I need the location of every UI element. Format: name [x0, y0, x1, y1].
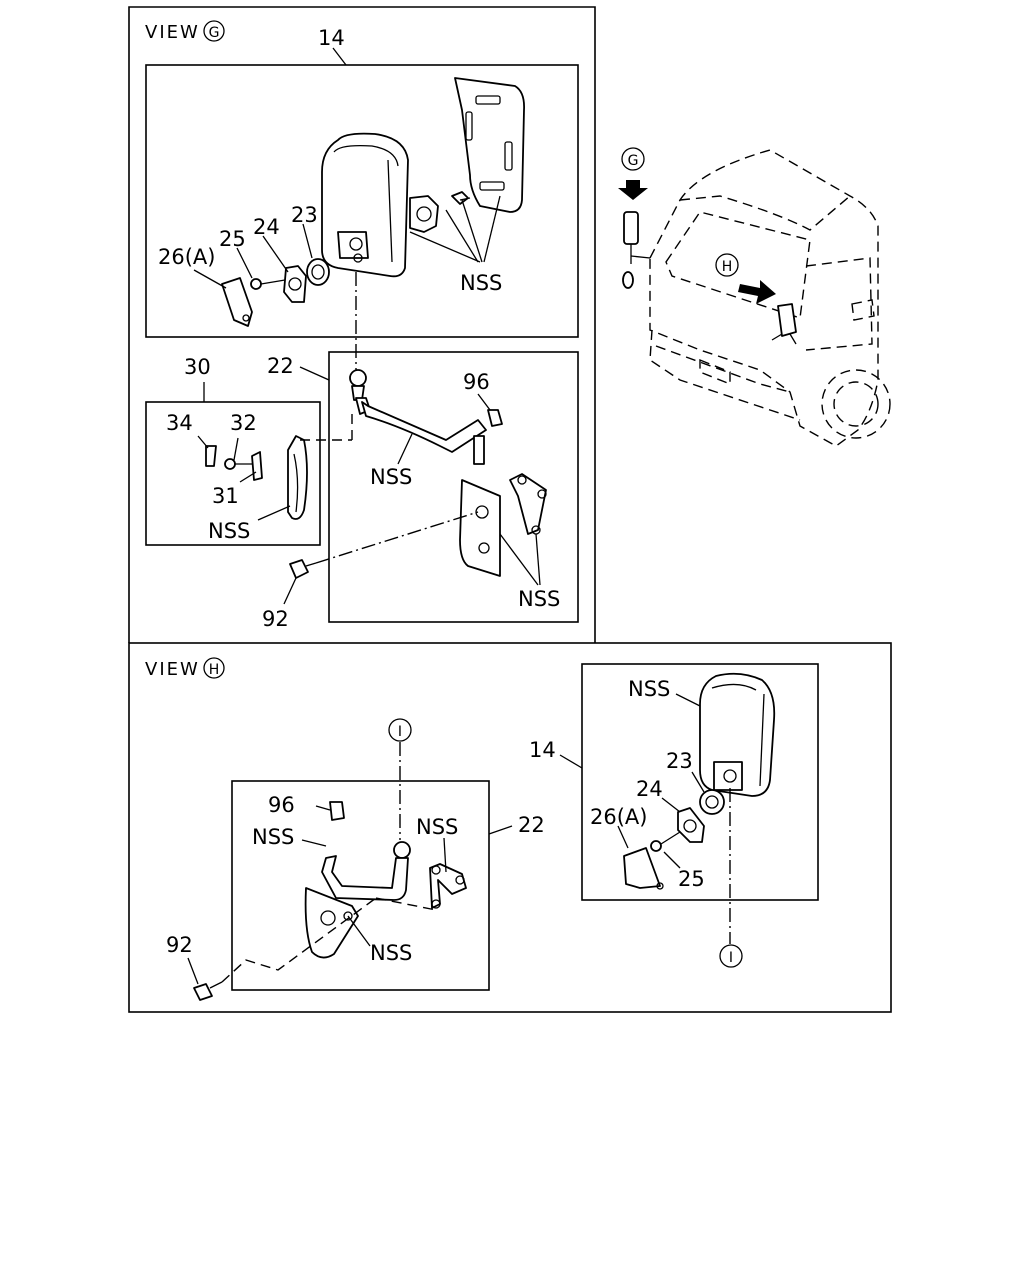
marker-g [621, 147, 645, 171]
mirror-head [321, 132, 409, 278]
label-14: 14 [318, 26, 345, 50]
bolt-92 [289, 559, 317, 579]
view-h-title: VIEW [145, 659, 200, 680]
mirror-back-plate [454, 77, 525, 213]
mirror-small-parts-h [623, 789, 725, 890]
svg-text:I: I [398, 724, 402, 740]
mirror-arm [349, 369, 503, 465]
clamp-box [145, 401, 321, 546]
label-nss-mirror-h: NSS [628, 677, 670, 701]
label-nss-bracket-h: NSS [370, 941, 412, 965]
svg-text:G: G [628, 153, 639, 169]
label-nss-bracket: NSS [518, 587, 560, 611]
svg-text:I: I [729, 950, 733, 966]
mirror-assembly-box [145, 64, 579, 338]
view-g-arrow-icon [618, 180, 648, 200]
view-h-title-marker [203, 657, 225, 679]
mirror-arm-h [321, 801, 467, 909]
windshield-outline [665, 211, 811, 319]
label-96-h: 96 [268, 793, 295, 817]
label-22-h: 22 [518, 813, 545, 837]
view-g-title-symbol: G [209, 25, 220, 41]
label-26a: 26(A) [158, 245, 215, 269]
label-92: 92 [262, 607, 289, 631]
view-h-title-symbol: H [209, 662, 220, 678]
view-g-title: VIEW [145, 22, 200, 43]
label-nss-arm-h: NSS [252, 825, 294, 849]
mirror-assembly-box-h [581, 663, 819, 901]
view-h-panel: VIEW H 14 NSS 23 24 [128, 642, 892, 1013]
right-mirror-icon [777, 303, 797, 337]
arm-bracket [459, 473, 547, 577]
label-24-h: 24 [636, 777, 663, 801]
svg-text:H: H [722, 259, 733, 275]
label-nss-mirror: NSS [460, 271, 502, 295]
view-h-arrow-icon [738, 280, 776, 304]
label-30: 30 [184, 355, 211, 379]
label-96: 96 [463, 370, 490, 394]
ref-marker-top [388, 718, 412, 742]
left-mirror-icon [623, 211, 639, 245]
marker-h [715, 253, 739, 277]
label-23: 23 [291, 203, 318, 227]
arm-assembly-box-h [231, 780, 490, 991]
label-31: 31 [212, 484, 239, 508]
mirror-hinge [409, 191, 471, 233]
arm-assembly-box [328, 351, 579, 623]
label-nss-arm: NSS [370, 465, 412, 489]
label-32: 32 [230, 411, 257, 435]
label-92-h: 92 [166, 933, 193, 957]
label-nss-clamp: NSS [208, 519, 250, 543]
mirror-small-parts [221, 258, 330, 327]
label-22: 22 [267, 354, 294, 378]
label-23-h: 23 [666, 749, 693, 773]
mirror-head-h [699, 672, 776, 797]
truck-wheel [821, 369, 891, 439]
truck-cab-outline [649, 149, 879, 447]
label-24: 24 [253, 215, 280, 239]
label-26a-h: 26(A) [590, 805, 647, 829]
view-g-title-marker [203, 20, 225, 42]
view-g-panel: VIEW G 14 [128, 6, 596, 643]
label-14-h: 14 [529, 738, 556, 762]
label-34: 34 [166, 411, 193, 435]
truck-orientation-view: G H [618, 147, 891, 447]
ref-marker-bottom [719, 944, 743, 968]
label-nss-link-h: NSS [416, 815, 458, 839]
label-25: 25 [219, 227, 246, 251]
label-25-h: 25 [678, 867, 705, 891]
bolt-92-h [193, 981, 223, 1001]
